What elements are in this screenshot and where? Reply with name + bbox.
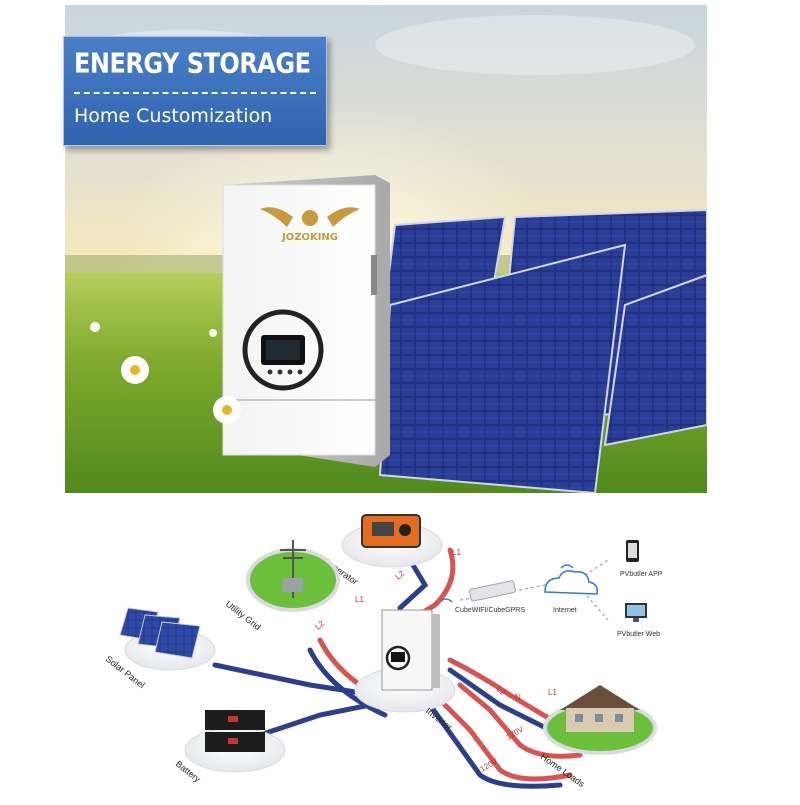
solar-panel-array — [378, 208, 707, 493]
wire-label-load-n: N — [515, 693, 521, 702]
web-node: PVbutler Web — [617, 603, 660, 638]
banner-title: ENERGY STORAGE — [74, 47, 311, 80]
wire-label-grid-l2: L2 — [314, 619, 327, 632]
wire-label-grid-l1: L1 — [355, 595, 364, 604]
wire-label-gen-l1: L1 — [452, 548, 461, 557]
banner-divider — [74, 92, 316, 94]
brand-logo: JOZOKING — [260, 207, 360, 243]
hero-scene: JOZOKING — [65, 5, 707, 493]
label-web: PVbutler Web — [617, 631, 660, 638]
system-diagram-svg: Generator Utility Grid Solar Panel I — [104, 514, 663, 789]
red-wires — [317, 547, 583, 782]
wifi-icon-cloud — [560, 564, 574, 569]
label-internet: Internet — [553, 607, 577, 614]
internet-node: Internet — [544, 564, 599, 614]
solar-panel-node: Solar Panel — [104, 607, 216, 690]
cloud-icon — [544, 570, 599, 595]
wire-label-volt-b: 120V — [479, 756, 500, 773]
wifi-icon — [439, 598, 453, 603]
title-banner: ENERGY STORAGE Home Customization — [63, 36, 327, 146]
hero-photo: JOZOKING — [65, 5, 707, 493]
blue-wires — [212, 557, 563, 789]
banner-subtitle: Home Customization — [74, 105, 273, 127]
brand-name: JOZOKING — [281, 232, 338, 243]
label-app: PVbutler APP — [620, 571, 663, 578]
app-node: PVbutler APP — [620, 540, 663, 578]
battery-node: Battery — [174, 710, 286, 784]
system-diagram: Generator Utility Grid Solar Panel I — [0, 500, 800, 800]
label-wifi-module: CubeWIFI/CubeGPRS — [455, 607, 525, 614]
utility-grid-node: Utility Grid — [224, 540, 340, 632]
wire-label-load-l1: L1 — [548, 688, 557, 697]
inverter-node: Inverter — [354, 609, 456, 732]
inverter-product: JOZOKING — [222, 175, 390, 467]
home-node: Home Loads — [539, 685, 657, 789]
wifi-module-node: CubeWIFI/CubeGPRS — [439, 580, 525, 614]
label-utility-grid: Utility Grid — [224, 599, 263, 632]
daisy-flowers — [90, 322, 241, 424]
wire-label-gen-l2: L2 — [394, 569, 407, 582]
